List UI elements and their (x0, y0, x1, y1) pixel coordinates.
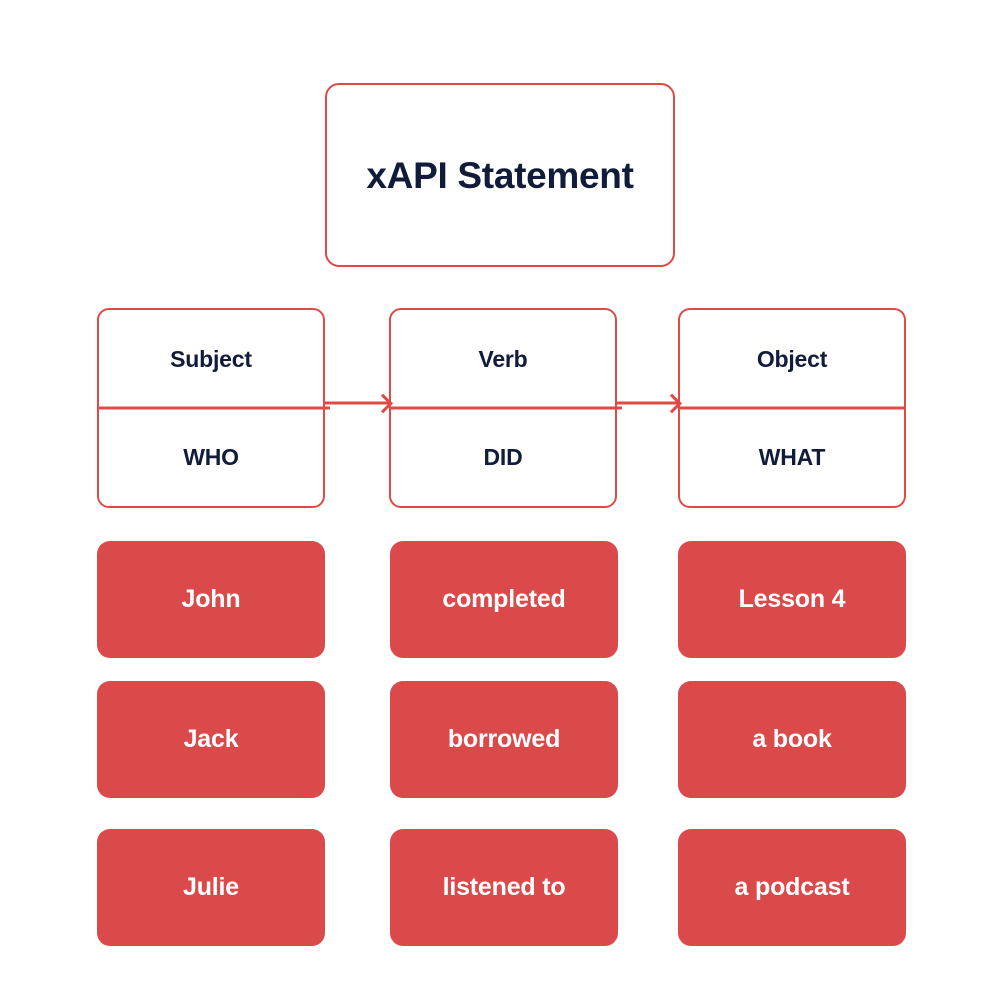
example-card-object-2: a book (678, 681, 906, 798)
arrow-right-icon-subject-to-verb (325, 393, 393, 413)
header-box-subject: Subject WHO (96, 308, 330, 508)
header-name-verb: Verb (478, 345, 528, 372)
divider-object (677, 406, 906, 410)
divider-verb (388, 406, 622, 410)
example-card-subject-3: Julie (97, 829, 325, 946)
header-question-object: WHAT (758, 443, 826, 470)
example-card-subject-2: Jack (97, 681, 325, 798)
header-name-object: Object (756, 345, 828, 372)
example-card-verb-3: listened to (390, 829, 618, 946)
header-box-verb: Verb DID (388, 308, 622, 508)
header-name-subject: Subject (170, 345, 252, 372)
header-question-verb: DID (483, 443, 523, 470)
example-card-object-3: a podcast (678, 829, 906, 946)
arrow-right-icon-verb-to-object (617, 393, 682, 413)
example-card-subject-1: John (97, 541, 325, 658)
example-card-verb-2: borrowed (390, 681, 618, 798)
page-title: xAPI Statement (366, 154, 634, 196)
header-question-subject: WHO (183, 443, 239, 470)
divider-subject (96, 406, 330, 410)
example-card-object-1: Lesson 4 (678, 541, 906, 658)
xapi-statement-title-box: xAPI Statement (325, 83, 675, 267)
example-card-verb-1: completed (390, 541, 618, 658)
header-box-object: Object WHAT (677, 308, 906, 508)
